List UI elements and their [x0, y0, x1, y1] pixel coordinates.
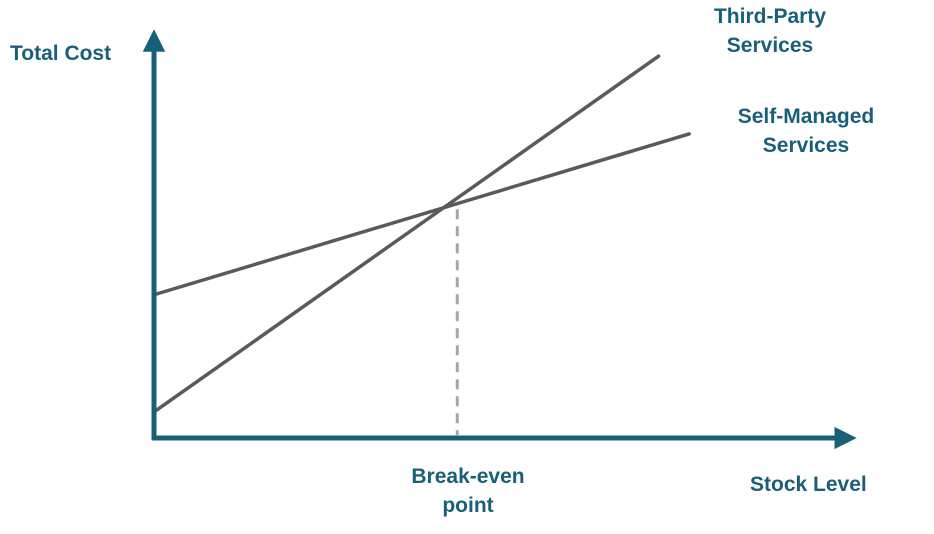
x-axis-label: Stock Level — [750, 470, 867, 499]
series-label-line: Services — [762, 134, 850, 157]
series-label-line: Services — [726, 34, 814, 57]
break-even-label-line: Break-even — [411, 465, 525, 488]
series-label-line: Third-Party — [713, 5, 826, 28]
break-even-label: Break-even point — [393, 462, 543, 520]
series-line-self-managed — [152, 132, 691, 297]
break-even-label-line: point — [442, 494, 494, 517]
series-label-line: Self-Managed — [737, 105, 875, 128]
y-axis-label-text: Total Cost — [10, 42, 112, 65]
y-axis-label: Total Cost — [10, 39, 111, 68]
series-label-third-party: Third-Party Services — [690, 2, 850, 60]
series-label-self-managed: Self-Managed Services — [718, 102, 894, 160]
x-axis-label-text: Stock Level — [750, 473, 867, 496]
series-line-third-party — [152, 54, 661, 414]
